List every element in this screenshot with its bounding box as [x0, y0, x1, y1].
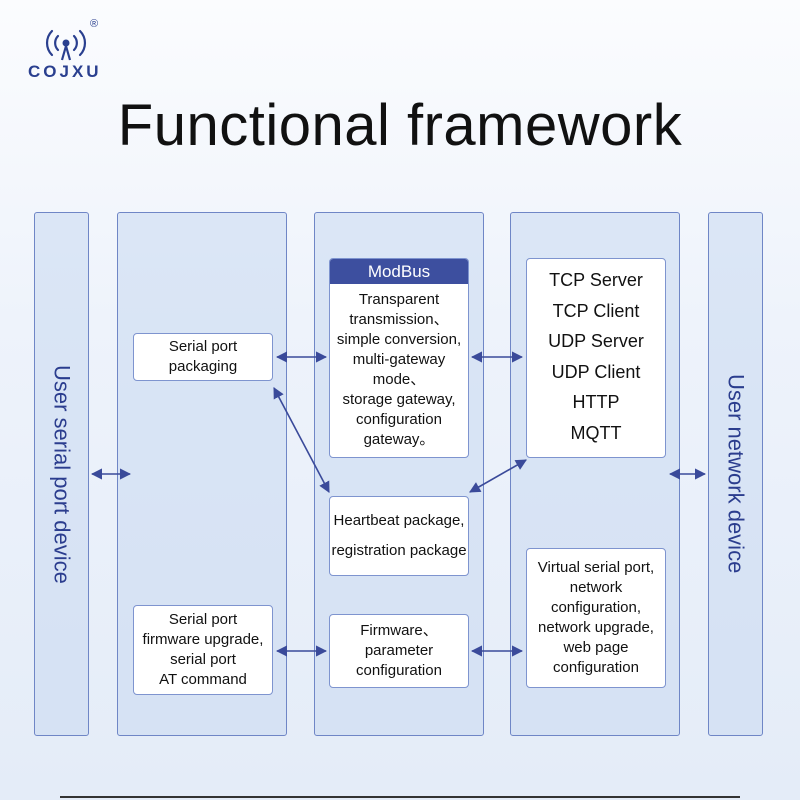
- firmware-line: configuration: [356, 662, 442, 679]
- modbus-header: ModBus: [330, 259, 468, 284]
- modbus-line: transmission、: [349, 311, 449, 328]
- modbus-line: storage gateway,: [342, 391, 456, 408]
- serial-packaging-box: Serial port packaging: [133, 333, 273, 381]
- arrow-heartbeat-protocols: [469, 459, 527, 493]
- firmware-line: Firmware、: [360, 622, 438, 639]
- serial-upgrade-line: Serial port: [168, 611, 238, 628]
- page-title: Functional framework: [117, 93, 683, 158]
- serial-upgrade-line: AT command: [159, 671, 247, 688]
- virtual-line: web page: [563, 639, 629, 656]
- protocols-box: TCP Server TCP Client UDP Server UDP Cli…: [526, 258, 666, 458]
- heartbeat-line: Heartbeat package,: [333, 512, 465, 529]
- serial-upgrade-line: serial port: [170, 651, 236, 668]
- modbus-line: configuration: [356, 411, 442, 428]
- modbus-line: simple conversion,: [336, 331, 462, 348]
- protocol-http: HTTP: [572, 392, 620, 412]
- modbus-line: mode、: [372, 371, 426, 388]
- arrow-packaging-heartbeat: [273, 387, 330, 493]
- heartbeat-line: registration package: [331, 542, 467, 559]
- modbus-line: Transparent: [358, 291, 440, 308]
- protocol-tcp-server: TCP Server: [549, 270, 643, 290]
- antenna-logo-icon: [45, 29, 87, 61]
- serial-upgrade-box: Serial port firmware upgrade, serial por…: [133, 605, 273, 695]
- heartbeat-box: Heartbeat package, registration package: [329, 496, 469, 576]
- virtual-line: configuration,: [550, 599, 642, 616]
- protocol-mqtt: MQTT: [570, 422, 622, 443]
- registered-mark: ®: [90, 18, 99, 30]
- virtual-line: configuration: [553, 659, 639, 676]
- modbus-line: gateway。: [363, 431, 435, 448]
- firmware-box: Firmware、 parameter configuration: [329, 614, 469, 688]
- protocol-tcp-client: TCP Client: [552, 300, 640, 321]
- virtual-line: network: [569, 579, 623, 596]
- serial-packaging-label: Serial port packaging: [168, 338, 238, 375]
- protocol-udp-server: UDP Server: [548, 331, 644, 351]
- brand-logo-text: COJXU: [28, 62, 102, 81]
- right-device-label: User network device: [723, 374, 749, 574]
- virtual-serial-box: Virtual serial port, network configurati…: [526, 548, 666, 688]
- left-device-label: User serial port device: [49, 364, 75, 584]
- serial-upgrade-line: firmware upgrade,: [142, 631, 264, 648]
- right-device-column: User network device: [708, 212, 763, 736]
- left-device-column: User serial port device: [34, 212, 89, 736]
- protocol-udp-client: UDP Client: [551, 361, 641, 382]
- virtual-line: network upgrade,: [538, 619, 654, 636]
- firmware-line: parameter: [364, 642, 434, 659]
- modbus-line: multi-gateway: [352, 351, 446, 368]
- virtual-line: Virtual serial port,: [537, 559, 655, 576]
- footer-divider: [60, 796, 740, 798]
- modbus-box: ModBus Transparent transmission、 simple …: [329, 258, 469, 458]
